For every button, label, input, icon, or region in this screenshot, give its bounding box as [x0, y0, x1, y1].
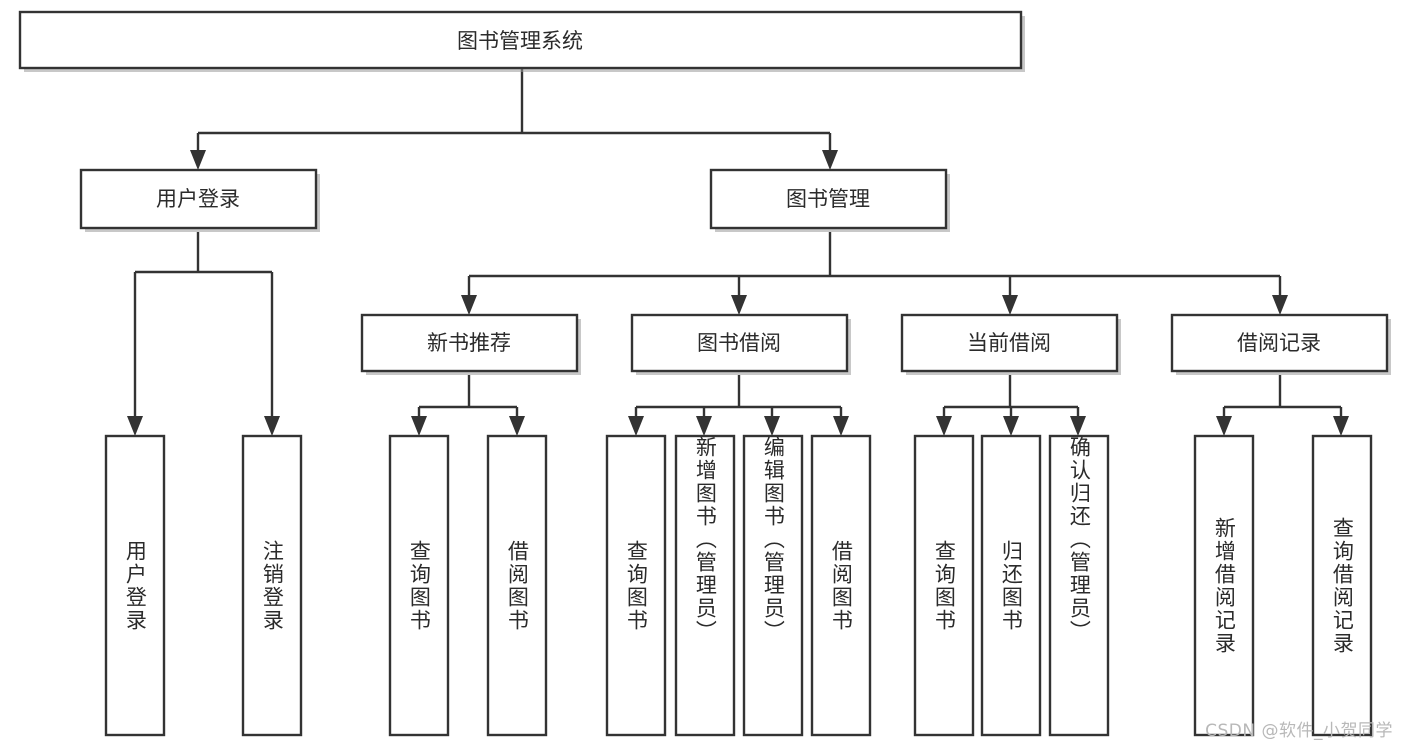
arrow-head-current-borrow	[1002, 295, 1018, 315]
node-current-borrow-box[interactable]	[900, 313, 1119, 373]
node-leaf-query-book-borrow-box[interactable]	[605, 434, 667, 737]
node-leaf-user-login-box[interactable]	[104, 434, 166, 737]
node-leaf-borrow-book-box[interactable]	[810, 434, 872, 737]
arrow-head-leaf-borrow-book	[833, 416, 849, 436]
arrow-head-leaf-return-book	[1003, 416, 1019, 436]
arrow-head-leaf-edit-book	[764, 416, 780, 436]
node-leaf-user-logout-box[interactable]	[241, 434, 303, 737]
arrow-head-user-login	[190, 150, 206, 170]
node-book-borrow-label: 图书借阅	[697, 331, 781, 355]
node-leaf-edit-book-box[interactable]	[742, 434, 804, 737]
node-book-borrow-box[interactable]	[630, 313, 849, 373]
arrow-head-borrow-record	[1272, 295, 1288, 315]
node-book-manage-box[interactable]	[709, 168, 948, 230]
node-leaf-query-book-rec-box[interactable]	[388, 434, 450, 737]
node-root-box[interactable]	[18, 10, 1023, 70]
node-user-login-box[interactable]	[79, 168, 318, 230]
node-root-label: 图书管理系统	[457, 29, 583, 53]
arrow-head-leaf-query-record	[1333, 416, 1349, 436]
node-leaf-confirm-return-box[interactable]	[1048, 434, 1110, 737]
arrow-head-leaf-add-book	[696, 416, 712, 436]
node-current-borrow-label: 当前借阅	[967, 331, 1051, 355]
node-leaf-add-book-box[interactable]	[674, 434, 736, 737]
node-leaf-borrow-book-rec-box[interactable]	[486, 434, 548, 737]
arrow-head-leaf-query-book-rec	[411, 416, 427, 436]
node-layer: 图书管理系统 用户登录 图书管理 新书推荐 图书借阅 当前借阅 借阅记录	[18, 10, 1391, 737]
node-borrow-record-box[interactable]	[1170, 313, 1389, 373]
arrow-head-new-book-rec	[461, 295, 477, 315]
csdn-watermark: CSDN @软件_小贺同学	[1205, 721, 1393, 741]
arrow-head-leaf-add-record	[1216, 416, 1232, 436]
arrow-head-book-borrow	[731, 295, 747, 315]
node-leaf-query-record-box[interactable]	[1311, 434, 1373, 737]
node-leaf-add-record-box[interactable]	[1193, 434, 1255, 737]
node-borrow-record-label: 借阅记录	[1237, 331, 1321, 355]
arrow-head-leaf-query-book-borrow	[628, 416, 644, 436]
arrow-head-leaf-borrow-book-rec	[509, 416, 525, 436]
arrow-head-leaf-user-login	[127, 416, 143, 436]
arrow-head-book-manage	[822, 150, 838, 170]
arrow-head-leaf-confirm-return	[1070, 416, 1086, 436]
node-new-book-rec-box[interactable]	[360, 313, 579, 373]
node-user-login-label: 用户登录	[156, 187, 240, 211]
connector-layer	[127, 68, 1349, 436]
node-leaf-return-book-box[interactable]	[980, 434, 1042, 737]
arrow-head-leaf-query-book-current	[936, 416, 952, 436]
node-book-manage-label: 图书管理	[786, 187, 870, 211]
node-new-book-rec-label: 新书推荐	[427, 331, 511, 355]
arrow-head-leaf-user-logout	[264, 416, 280, 436]
node-leaf-query-book-current-box[interactable]	[913, 434, 975, 737]
